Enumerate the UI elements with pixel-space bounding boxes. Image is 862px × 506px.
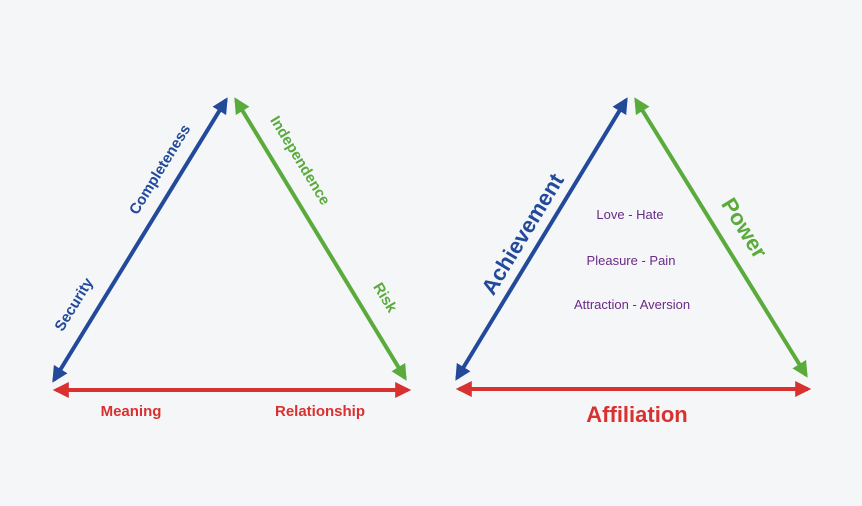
center-item-pleasure-pain: Pleasure - Pain — [587, 253, 676, 268]
label-security: Security — [51, 274, 97, 334]
label-meaning: Meaning — [101, 403, 162, 420]
left-blue-arrow — [52, 97, 228, 383]
label-risk: Risk — [369, 280, 400, 316]
right-green-arrow — [634, 97, 808, 378]
label-independence: Independence — [266, 113, 333, 208]
center-item-love-hate: Love - Hate — [596, 207, 663, 222]
label-achievement: Achievement — [476, 169, 569, 300]
label-relationship: Relationship — [275, 403, 365, 420]
left-green-arrow — [234, 97, 407, 381]
left-triangle: Security Completeness Independence Risk … — [51, 97, 412, 420]
label-power: Power — [716, 193, 772, 263]
right-triangle: Achievement Power Affiliation Love - Hat… — [455, 97, 812, 427]
label-affiliation: Affiliation — [586, 402, 687, 427]
center-item-attraction-aversion: Attraction - Aversion — [574, 297, 690, 312]
right-blue-arrow — [455, 97, 628, 381]
